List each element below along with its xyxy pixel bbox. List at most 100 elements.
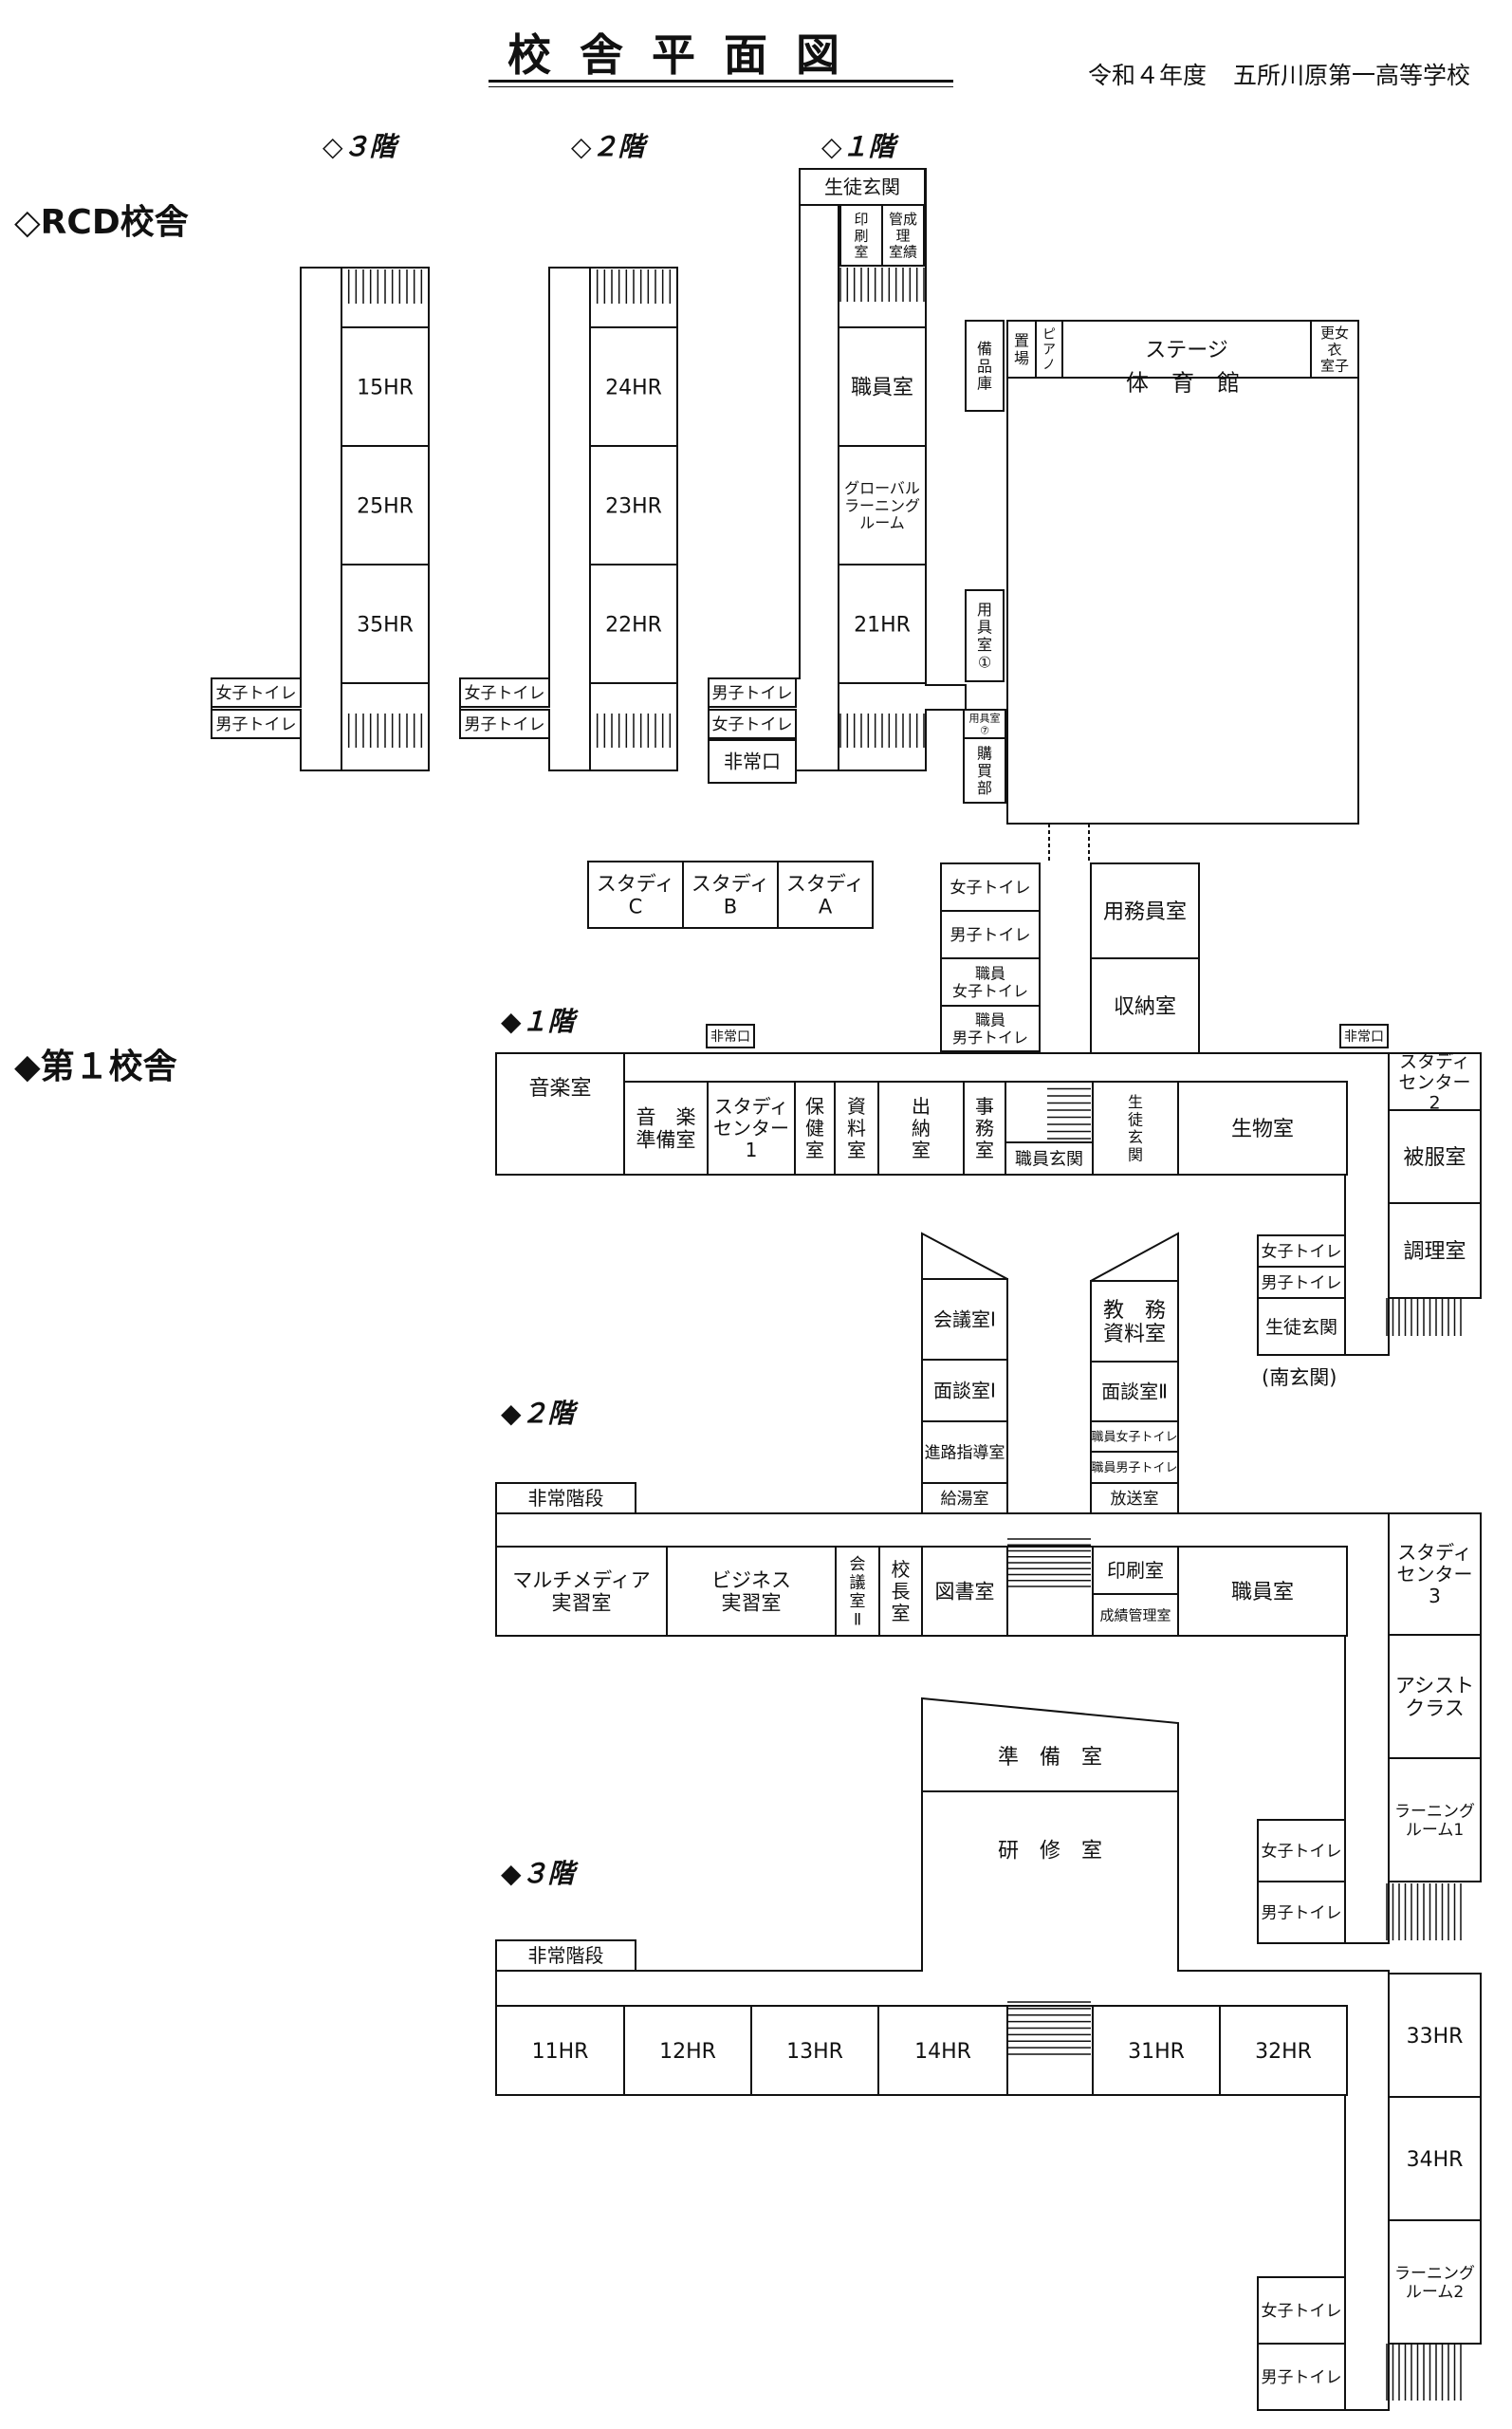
room-u7: 14HR	[877, 2005, 1008, 2096]
room-box	[708, 677, 797, 708]
room-label: 男子トイレ	[712, 684, 793, 703]
room-label: 14HR	[914, 2040, 971, 2064]
room-box	[1388, 1973, 1482, 2098]
room-box	[940, 1005, 1041, 1052]
room-box	[963, 737, 1006, 804]
main-3f-outline	[495, 1697, 1390, 2411]
room-label: アシストクラス	[1395, 1674, 1474, 1719]
room-f14: 女子トイレ	[1257, 1234, 1346, 1268]
room-label: 事務室	[975, 1095, 994, 1161]
room-label: ステージ	[1145, 339, 1228, 362]
room-r2w: 女子トイレ	[459, 677, 550, 708]
room-label: 非常階段	[528, 1487, 604, 1510]
room-box	[1092, 2005, 1221, 2096]
room-box	[459, 709, 550, 739]
stairs-1f-south	[1386, 1298, 1462, 1336]
room-label: 25HR	[357, 494, 414, 518]
room-label: 女子トイレ	[712, 715, 793, 734]
room-box	[341, 445, 430, 566]
room-label: 女子トイレ	[1262, 2302, 1342, 2321]
stairs-rcd3-bottom	[341, 714, 430, 748]
room-box	[1090, 1361, 1179, 1422]
room-box	[589, 564, 678, 684]
room-box	[682, 861, 779, 929]
room-f10: 生物室	[1177, 1081, 1348, 1176]
room-box	[965, 320, 1005, 412]
room-f7: 事務室	[963, 1081, 1006, 1176]
room-box	[965, 589, 1005, 682]
room-box	[881, 204, 925, 267]
room-box	[963, 709, 1006, 739]
room-t4: 職員男子トイレ	[940, 1005, 1041, 1052]
stairs-rcd2-bottom	[589, 714, 678, 748]
room-s22: 女子トイレ	[1257, 1819, 1346, 1882]
room-label: 13HR	[786, 2040, 843, 2064]
room-box	[708, 739, 797, 784]
fiscal-year: 令和４年度	[1088, 62, 1208, 89]
room-r15: 15HR	[341, 326, 430, 447]
room-box	[963, 1081, 1006, 1176]
room-box	[921, 1482, 1008, 1514]
room-box	[459, 677, 550, 708]
room-label: 非常口	[1344, 1029, 1384, 1045]
room-label: 調理室	[1403, 1240, 1466, 1264]
room-box	[1177, 1546, 1348, 1637]
room-u9: 32HR	[1219, 2005, 1348, 2096]
room-r2m: 男子トイレ	[459, 709, 550, 739]
room-u5: 12HR	[623, 2005, 752, 2096]
room-label: 非常口	[710, 1029, 750, 1045]
room-s9: 放送室	[1090, 1482, 1179, 1514]
room-box	[777, 861, 874, 929]
room-s2: 面談室Ⅰ	[921, 1359, 1008, 1422]
title-underline	[489, 80, 953, 83]
room-label: 準 備 室	[998, 1746, 1102, 1770]
room-f8: 職員玄関	[1005, 1141, 1094, 1176]
room-g4: ステージ	[1061, 320, 1312, 379]
room-box	[589, 326, 678, 447]
room-label: 更女衣室子	[1320, 324, 1349, 375]
room-label: 23HR	[605, 494, 662, 518]
room-label: グローバルラーニングルーム	[844, 479, 920, 532]
room-box	[921, 1278, 1008, 1361]
room-box	[921, 1546, 1008, 1637]
room-label: 面談室Ⅱ	[1101, 1381, 1168, 1403]
room-label: ラーニングルーム2	[1394, 2264, 1475, 2302]
room-label: 12HR	[659, 2040, 716, 2064]
room-label: 男子トイレ	[1262, 2368, 1342, 2387]
room-label: 女子トイレ	[1262, 1243, 1342, 1262]
room-box	[211, 677, 302, 708]
room-label: 31HR	[1128, 2040, 1185, 2064]
room-box	[1339, 1024, 1389, 1048]
room-label: 職員女子トイレ	[952, 965, 1028, 1000]
room-label: 給湯室	[941, 1490, 989, 1509]
room-u2: 準 備 室	[998, 1746, 1102, 1770]
room-label: 保健室	[805, 1095, 824, 1161]
room-label: 女子トイレ	[216, 684, 297, 703]
floor-rcd-2f: ◇２階	[571, 131, 645, 162]
room-box	[341, 326, 430, 447]
floor-rcd-1f: ◇１階	[821, 131, 895, 162]
room-box	[1092, 1546, 1179, 1595]
room-label: 会議室Ⅰ	[933, 1308, 996, 1331]
room-label: 職員室	[1231, 1581, 1294, 1604]
room-label: 備品庫	[977, 340, 992, 393]
room-label: 33HR	[1407, 2025, 1464, 2049]
room-box	[1090, 957, 1200, 1054]
room-t6: 収納室	[1090, 957, 1200, 1054]
stairs-3f-east	[1386, 2344, 1462, 2401]
room-box	[1257, 2343, 1346, 2411]
room-box	[1092, 1081, 1179, 1176]
room-f16: 生徒玄関	[1257, 1297, 1346, 1356]
room-f1: 音楽室	[495, 1052, 625, 1176]
room-box	[838, 326, 927, 447]
room-s23: 男子トイレ	[1257, 1881, 1346, 1944]
room-label: 生徒玄関	[824, 176, 900, 198]
room-s14: 校長室	[878, 1546, 923, 1637]
title-underline-thin	[489, 86, 953, 87]
room-label: ビジネス実習室	[711, 1568, 791, 1614]
